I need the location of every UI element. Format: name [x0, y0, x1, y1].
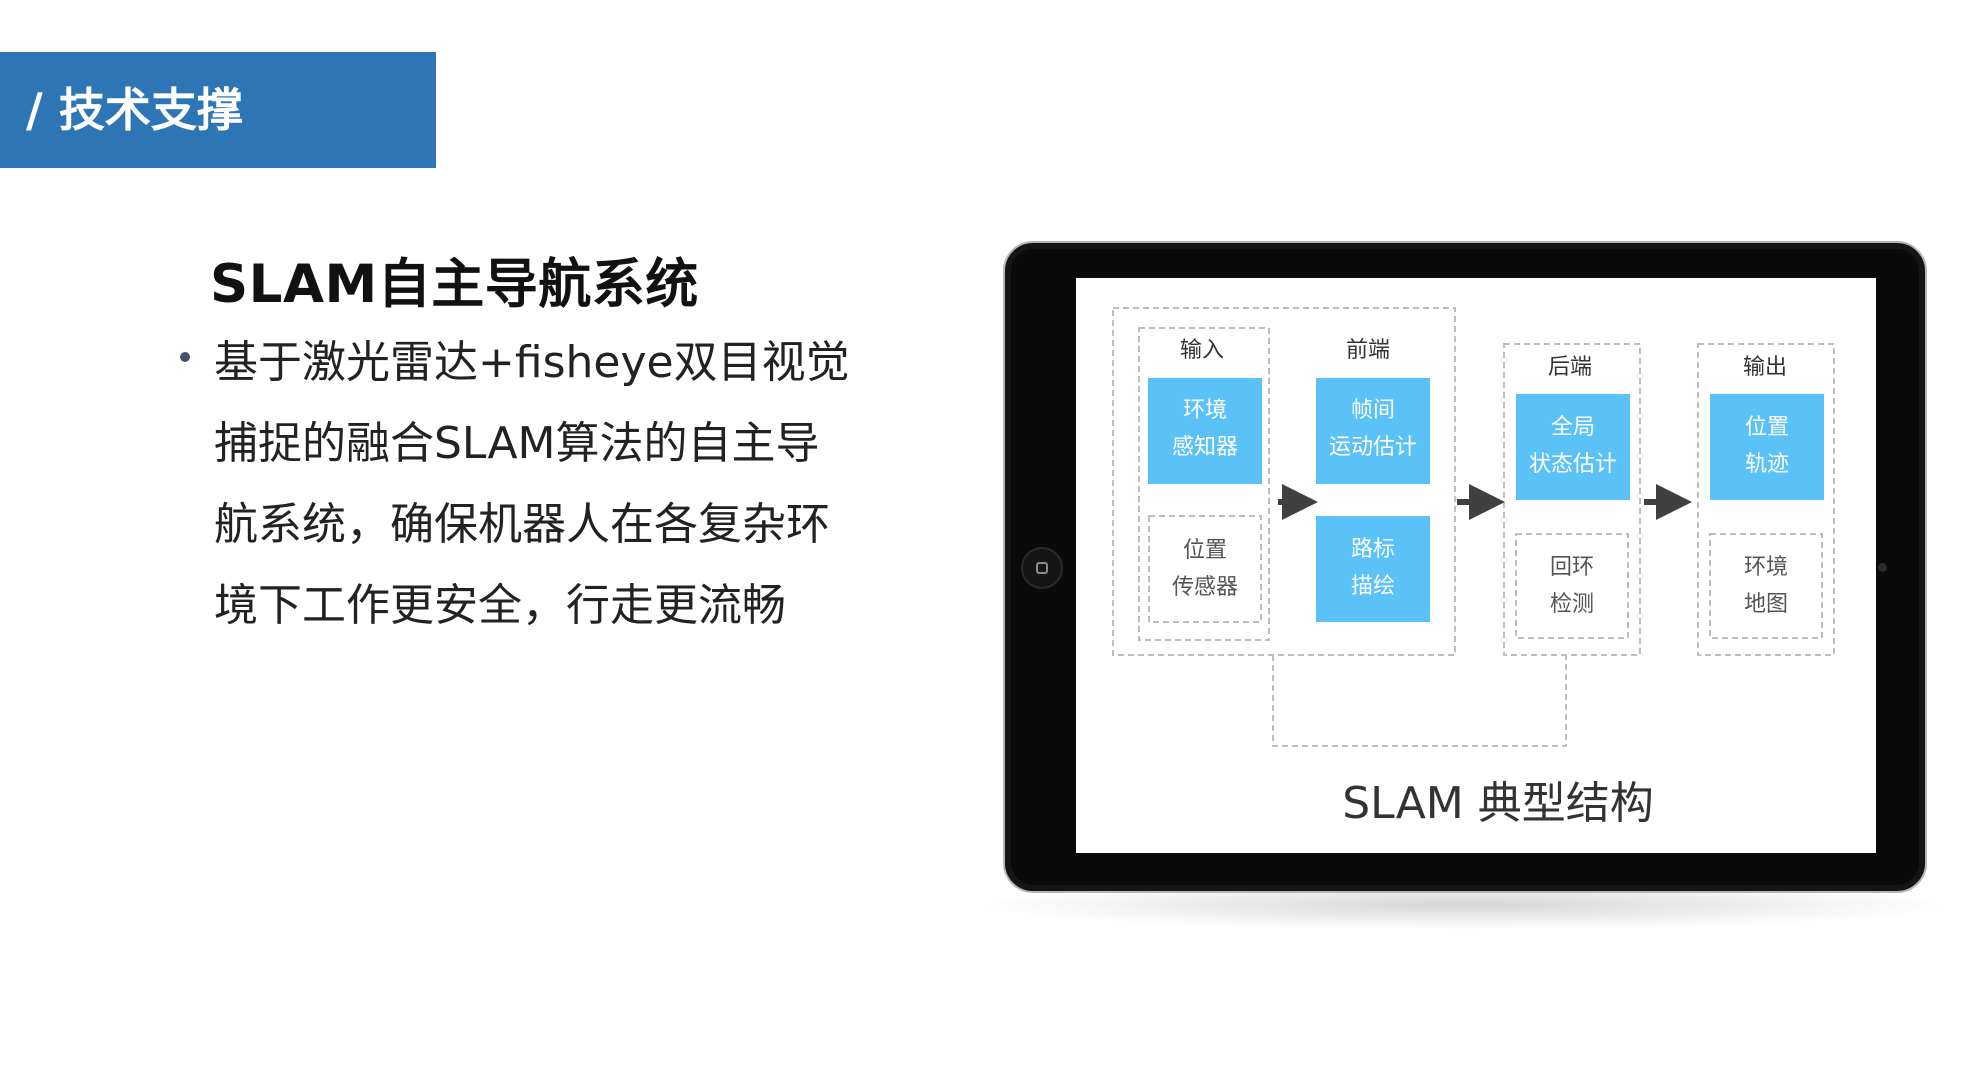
- tablet-screen: 输入 前端 后端 输出 环境 感知器 帧间 运动估计 路标 描绘 全局 状态估计…: [1076, 278, 1876, 853]
- body-line: 航系统，确保机器人在各复杂环: [214, 499, 830, 550]
- camera-icon: [1878, 563, 1887, 572]
- loop-detect-line2: 检测: [1550, 592, 1594, 617]
- global-state-line2: 状态估计: [1529, 452, 1617, 477]
- pos-sensor-line2: 传感器: [1172, 575, 1238, 600]
- diagram-caption: SLAM 典型结构: [1342, 778, 1654, 829]
- loop-detect-outline: [1515, 533, 1629, 639]
- group-label-output: 输出: [1743, 355, 1787, 380]
- env-sensor-box: [1148, 378, 1262, 484]
- body-paragraph: 基于激光雷达+fisheye双目视觉 捕捉的融合SLAM算法的自主导 航系统，确…: [214, 322, 864, 646]
- body-line: 境下工作更安全，行走更流畅: [214, 580, 786, 631]
- frame-motion-box: [1316, 378, 1430, 484]
- slam-diagram: 输入 前端 后端 输出 环境 感知器 帧间 运动估计 路标 描绘 全局 状态估计…: [1112, 307, 1835, 829]
- loop-connector: [1272, 655, 1567, 747]
- output-group-outline: [1697, 343, 1835, 656]
- landmark-line1: 路标: [1351, 537, 1395, 562]
- env-map-line1: 环境: [1744, 555, 1788, 580]
- body-line: 捕捉的融合SLAM算法的自主导: [214, 418, 820, 469]
- global-state-line1: 全局: [1551, 415, 1595, 440]
- input-group-outline: [1138, 327, 1270, 641]
- pos-track-line2: 轨迹: [1745, 452, 1789, 477]
- body-line: 基于激光雷达+fisheye双目视觉: [214, 337, 850, 388]
- bullet-dot: [180, 352, 190, 362]
- frame-motion-line1: 帧间: [1351, 398, 1395, 423]
- global-state-box: [1516, 394, 1630, 500]
- frame-motion-line2: 运动估计: [1329, 435, 1417, 460]
- group-label-backend: 后端: [1548, 355, 1592, 380]
- loop-detect-line1: 回环: [1550, 555, 1594, 580]
- env-sensor-line2: 感知器: [1172, 435, 1238, 460]
- landmark-line2: 描绘: [1351, 574, 1395, 599]
- group-label-frontend: 前端: [1346, 338, 1390, 363]
- slide-heading: SLAM自主导航系统: [210, 254, 699, 315]
- landmark-box: [1316, 516, 1430, 622]
- env-sensor-line1: 环境: [1183, 398, 1227, 423]
- env-map-outline: [1709, 533, 1823, 639]
- pos-sensor-line1: 位置: [1183, 538, 1227, 563]
- env-map-line2: 地图: [1744, 592, 1788, 617]
- section-title: / 技术支撑: [0, 52, 436, 168]
- group-label-input: 输入: [1180, 338, 1224, 363]
- pos-sensor-outline: [1148, 515, 1262, 623]
- pos-track-line1: 位置: [1745, 415, 1789, 440]
- backend-group-outline: [1503, 343, 1641, 656]
- input-frontend-outer: [1112, 307, 1456, 656]
- home-button-icon: [1021, 547, 1063, 589]
- pos-track-box: [1710, 394, 1824, 500]
